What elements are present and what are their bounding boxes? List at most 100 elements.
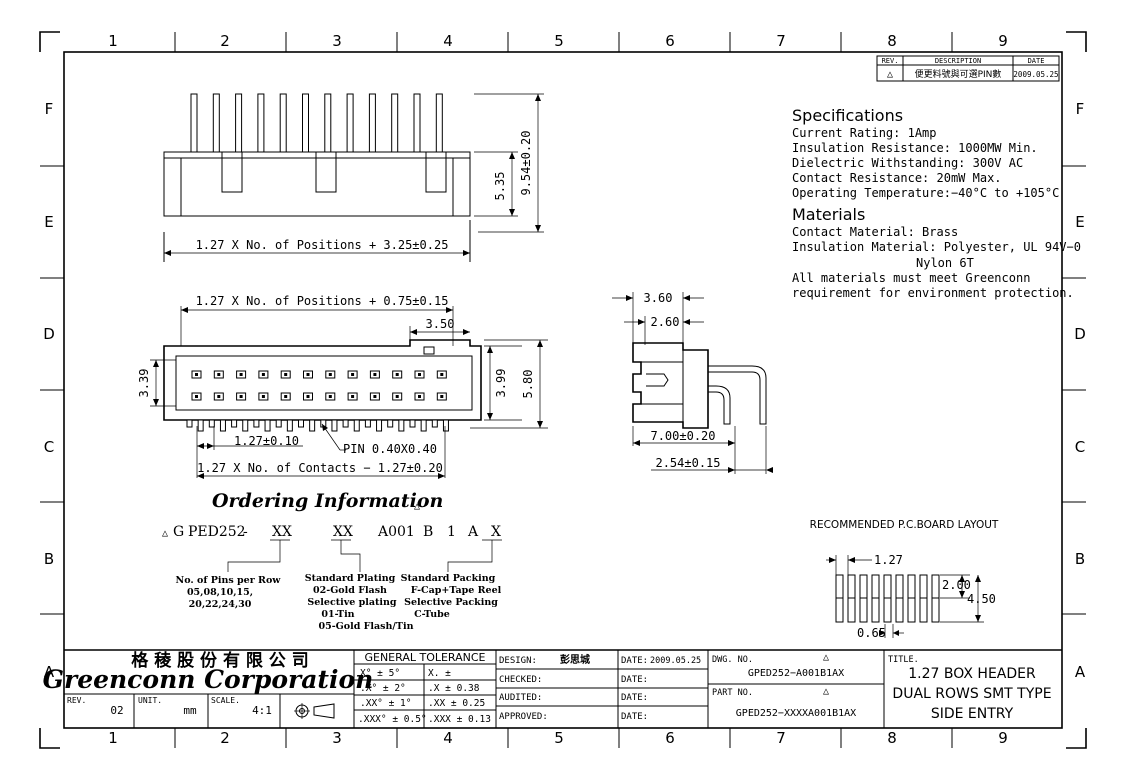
front-view-pins (190, 93, 443, 153)
unit-value: mm (183, 704, 197, 717)
date-label: DATE: (621, 656, 648, 666)
zone-row-label-right: E (1075, 213, 1084, 231)
pin-square (418, 395, 421, 398)
pcb-pad (835, 574, 844, 600)
pin-square (395, 373, 399, 376)
front-pin (346, 93, 354, 153)
dwg-no-label: DWG. NO. (712, 655, 753, 665)
zone-col-label-bottom: 3 (332, 729, 342, 747)
zone-col-label-top: 6 (665, 32, 675, 50)
solder-leg (264, 419, 271, 432)
pin-square (239, 395, 243, 398)
description-header: DESCRIPTION (935, 57, 981, 65)
projection-symbol-icon (294, 703, 335, 719)
unit-label: UNIT. (138, 696, 162, 705)
dim-side-c: 7.00±0.20 (650, 429, 715, 443)
tolerance-title: GENERAL TOLERANCE (364, 651, 485, 664)
pin-square (217, 373, 221, 376)
pcb-pad (931, 597, 940, 623)
solder-leg (442, 419, 449, 432)
plating-line: Standard Plating (305, 573, 396, 584)
pcb-pad (871, 597, 880, 623)
zone-row-label-left: B (44, 550, 54, 568)
packing-line: F-Cap+Tape Reel (411, 585, 502, 596)
dim-contacts-width: 1.27 X No. of Contacts − 1.27±0.20 (197, 461, 443, 475)
dwg-rev-mark: △ (823, 652, 829, 663)
pin-square (195, 395, 198, 398)
part-no-label: PART NO. (712, 688, 753, 698)
dim-pitch: 1.27±0.10 (234, 434, 299, 448)
pcb-pad (919, 597, 928, 623)
pcb-pad (907, 597, 916, 623)
solder-leg (342, 419, 349, 428)
code-pins: XX (272, 524, 292, 540)
specs-title: Specifications (792, 106, 903, 125)
code-prefix: G (173, 524, 184, 540)
tolerance-angle: .XXX° ± 0.5° (358, 714, 427, 725)
rev-value: 02 (110, 704, 123, 717)
code-series: PED252 (188, 524, 246, 540)
dim-pcb-w: 0.65 (857, 626, 886, 640)
pcb-pad (883, 597, 892, 623)
pcb-pad (859, 574, 868, 600)
revision-description: 便更料號與可選PIN數 (915, 68, 1002, 80)
solder-leg (286, 419, 293, 432)
material-line: Insulation Material: Polyester, UL 94V−0 (792, 240, 1081, 254)
front-pin (235, 93, 243, 153)
rev-mark: △ (887, 69, 893, 80)
spec-line: Operating Temperature:−40°C to +105°C (792, 186, 1059, 200)
zone-col-label-bottom: 2 (220, 729, 230, 747)
solder-leg (197, 419, 204, 432)
checked-label: CHECKED: (499, 675, 542, 685)
drawing-title-line: SIDE ENTRY (931, 706, 1014, 722)
zone-col-label-bottom: 5 (554, 729, 564, 747)
pcb-pad (847, 574, 856, 600)
zone-col-label-bottom: 7 (776, 729, 786, 747)
pin-square (306, 373, 310, 376)
pin-square (395, 395, 399, 398)
material-line: Nylon 6T (916, 256, 974, 270)
pin-square (284, 395, 288, 398)
audited-label: AUDITED: (499, 693, 542, 703)
front-pin (279, 93, 287, 153)
dim-front-height-total: 9.54±0.20 (519, 130, 533, 195)
dim-pcb-h2: 4.50 (967, 592, 996, 606)
pcb-pad (919, 574, 928, 600)
pcb-layout: RECOMMENDED P.C.BOARD LAYOUT 1.27 2.00 4… (810, 519, 999, 640)
pin-square (351, 373, 355, 376)
date-label: DATE: (621, 693, 648, 703)
front-pin (257, 93, 265, 153)
dim-top-height-total: 5.80 (521, 370, 535, 399)
pcb-pad (895, 597, 904, 623)
spec-line: Contact Resistance: 20mW Max. (792, 171, 1002, 185)
zone-col-label-bottom: 9 (998, 729, 1008, 747)
zone-col-label-bottom: 8 (887, 729, 897, 747)
drawing-title-line: DUAL ROWS SMT TYPE (892, 686, 1051, 702)
top-view-solder-legs (186, 419, 449, 432)
pcb-pad (883, 574, 892, 600)
revision-date: 2009.05.25 (1013, 70, 1058, 79)
material-line: Contact Material: Brass (792, 225, 958, 239)
zone-row-label-right: C (1075, 438, 1085, 456)
specifications-block: Specifications Current Rating: 1Amp Insu… (792, 106, 1081, 300)
pin-square (306, 395, 310, 398)
solder-leg (219, 419, 226, 432)
dim-side-a: 3.60 (644, 291, 673, 305)
tolerance-linear: .X ± 0.38 (428, 683, 480, 694)
pin-square (239, 373, 243, 376)
material-line: All materials must meet Greenconn (792, 271, 1030, 285)
pin-square (351, 395, 355, 398)
title-label: TITLE. (888, 655, 919, 665)
zone-ticks (40, 32, 1086, 748)
solder-leg (387, 419, 394, 428)
tolerance-angle: X° ± 5° (360, 668, 400, 679)
solder-leg (398, 419, 405, 432)
ordering-title-rev-mark: △ (414, 501, 420, 512)
drawing-title-line: 1.27 BOX HEADER (908, 666, 1036, 682)
solder-leg (431, 419, 438, 428)
revision-table: REV. DESCRIPTION DATE △ 便更料號與可選PIN數 2009… (876, 55, 1060, 82)
tolerance-angle: .X° ± 2° (360, 683, 406, 694)
pcb-pad (907, 574, 916, 600)
materials-title: Materials (792, 205, 865, 224)
dim-side-d: 2.54±0.15 (655, 456, 720, 470)
